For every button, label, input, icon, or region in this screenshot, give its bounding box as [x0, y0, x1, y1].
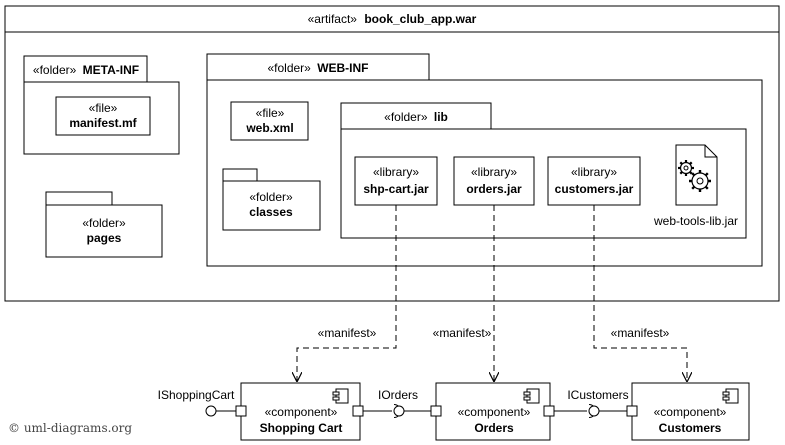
manifest-label: «manifest»	[318, 326, 377, 340]
web-tools-lib-label: web-tools-lib.jar	[653, 214, 738, 228]
interface-label: IShoppingCart	[158, 388, 235, 402]
component-icon	[722, 388, 739, 404]
svg-text:«folder» lib: «folder» lib	[384, 110, 448, 124]
component-name: Orders	[474, 421, 514, 435]
document-gears-icon	[675, 144, 718, 206]
lib-stereotype: «folder»	[384, 110, 428, 124]
library-name: shp-cart.jar	[363, 182, 429, 196]
library-customers-jar: «library» customers.jar	[547, 156, 641, 206]
file-manifest-mf: «file» manifest.mf	[55, 96, 151, 136]
svg-text:«folder» WEB-INF: «folder» WEB-INF	[267, 61, 368, 75]
lollipop-icon	[205, 405, 217, 417]
library-shp-cart-jar: «library» shp-cart.jar	[354, 156, 438, 206]
svg-text:«artifact» book_club_app: «artifact» book_club_app.war	[308, 12, 477, 26]
classes-stereotype: «folder»	[249, 190, 293, 204]
web-inf-name: WEB-INF	[317, 61, 368, 75]
web-xml-name: web.xml	[245, 121, 293, 135]
svg-text:«folder» META-INF: «folder» META-INF	[33, 63, 139, 77]
folder-pages: «folder» pages	[45, 191, 163, 258]
manifest-label: «manifest»	[433, 326, 492, 340]
port	[626, 405, 638, 417]
library-stereotype: «library»	[471, 165, 517, 179]
lollipop-icon	[393, 405, 405, 417]
web-inf-stereotype: «folder»	[267, 61, 311, 75]
manifest-file-stereotype: «file»	[89, 101, 118, 115]
pages-stereotype: «folder»	[82, 216, 126, 230]
pages-name: pages	[87, 231, 122, 245]
folder-classes: «folder» classes	[222, 168, 321, 231]
web-xml-stereotype: «file»	[256, 106, 285, 120]
component-shopping-cart: «component» Shopping Cart	[235, 382, 364, 441]
component-customers: «component» Customers	[626, 382, 750, 441]
lib-name: lib	[434, 110, 448, 124]
component-stereotype: «component»	[654, 405, 727, 419]
classes-name: classes	[249, 205, 293, 219]
interface-icustomers: ICustomers	[554, 388, 629, 418]
interface-label: IOrders	[378, 388, 418, 402]
meta-inf-stereotype: «folder»	[33, 63, 77, 77]
port	[543, 405, 555, 417]
library-stereotype: «library»	[373, 165, 419, 179]
lollipop-icon	[588, 405, 600, 417]
interface-iorders: IOrders	[363, 388, 431, 418]
interface-ishoppingcart: IShoppingCart	[158, 388, 236, 417]
library-name: orders.jar	[466, 182, 522, 196]
manifest-label: «manifest»	[611, 326, 670, 340]
port	[235, 405, 247, 417]
library-name: customers.jar	[555, 182, 634, 196]
manifest-dependency-orders: «manifest»	[433, 205, 494, 381]
watermark: © uml-diagrams.org	[8, 421, 132, 435]
port	[352, 405, 364, 417]
component-icon	[523, 388, 540, 404]
manifest-file-name: manifest.mf	[69, 116, 137, 130]
component-name: Shopping Cart	[260, 421, 343, 435]
manifest-dependency-shopping-cart: «manifest»	[297, 205, 397, 381]
folder-meta-inf: «folder» META-INF	[23, 55, 180, 155]
artifact-name: book_club_app.war	[364, 12, 476, 26]
web-tools-lib-jar: web-tools-lib.jar	[653, 144, 738, 228]
interface-label: ICustomers	[567, 388, 628, 402]
file-web-xml: «file» web.xml	[230, 101, 309, 141]
library-stereotype: «library»	[571, 165, 617, 179]
library-orders-jar: «library» orders.jar	[453, 156, 535, 206]
port	[430, 405, 442, 417]
meta-inf-name: META-INF	[83, 63, 139, 77]
component-icon	[332, 388, 349, 404]
artifact-stereotype: «artifact»	[308, 12, 358, 26]
component-orders: «component» Orders	[430, 382, 555, 441]
component-name: Customers	[659, 421, 722, 435]
component-stereotype: «component»	[265, 405, 338, 419]
manifest-dependency-customers: «manifest»	[593, 205, 687, 381]
component-stereotype: «component»	[458, 405, 531, 419]
